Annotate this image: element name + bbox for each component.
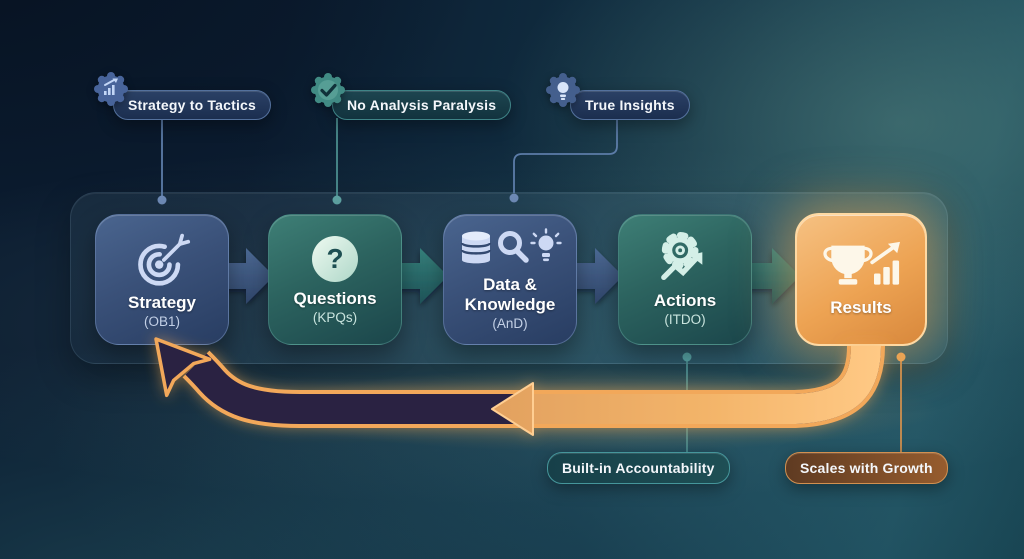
target-dart-icon (132, 230, 192, 288)
growth-chart-badge-icon (93, 71, 129, 107)
step-subtitle: (OB1) (143, 314, 180, 330)
callout-strategy-to-tactics: Strategy to Tactics (113, 90, 272, 120)
step-title: Strategy (127, 292, 197, 312)
callout-label: Strategy to Tactics (128, 97, 257, 113)
step-title: Actions (653, 290, 717, 310)
step-strategy: Strategy (OB1) (95, 214, 229, 345)
step-title: Questions (293, 288, 377, 308)
database-search-bulb-icon (457, 228, 563, 270)
check-badge-icon (310, 72, 346, 108)
chevron-arrow-questions-data (396, 248, 448, 304)
callout-scales-with-growth: Scales with Growth (785, 452, 948, 484)
chevron-arrow-strategy-questions (222, 248, 274, 304)
step-subtitle: (ITDO) (664, 312, 706, 328)
connector-dot (896, 352, 906, 362)
trophy-chart-icon (817, 241, 905, 293)
callout-label: Built-in Accountability (562, 460, 715, 476)
callout-label: Scales with Growth (800, 460, 933, 476)
connector-true-insights (513, 117, 618, 193)
gear-growth-icon (654, 231, 716, 286)
connector-dot (682, 352, 692, 362)
connector-dot (157, 195, 167, 205)
step-data-knowledge: Data & Knowledge (AnD) (443, 214, 577, 345)
callout-true-insights: True Insights (570, 90, 690, 120)
chevron-arrow-data-actions (571, 248, 623, 304)
chevron-arrow-actions-results (748, 248, 800, 304)
connector-dot (509, 193, 519, 203)
step-title: Data & Knowledge (464, 275, 556, 314)
callout-label: No Analysis Paralysis (347, 97, 497, 113)
callout-built-in-accountability: Built-in Accountability (547, 452, 730, 484)
step-subtitle: (KPQs) (312, 310, 358, 326)
step-questions: ? Questions (KPQs) (268, 214, 402, 345)
svg-text:?: ? (326, 243, 343, 274)
step-results: Results (795, 213, 927, 346)
callout-label: True Insights (585, 97, 675, 113)
callout-no-analysis-paralysis: No Analysis Paralysis (332, 90, 512, 120)
step-title: Results (830, 298, 892, 318)
step-subtitle: (AnD) (492, 315, 528, 331)
lightbulb-badge-icon (545, 72, 581, 108)
step-actions: Actions (ITDO) (618, 214, 752, 345)
question-mark-icon: ? (310, 234, 360, 284)
connector-dot (332, 195, 342, 205)
